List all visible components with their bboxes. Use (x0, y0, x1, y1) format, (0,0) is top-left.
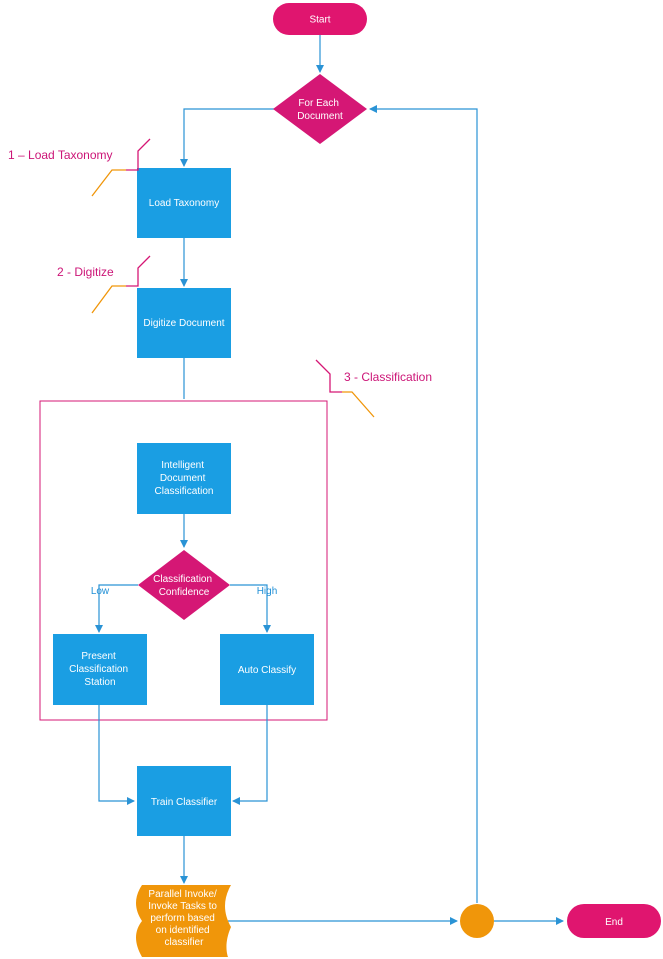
callout-classification: 3 - Classification (315, 359, 432, 418)
callout-digitize-label: 2 - Digitize (57, 265, 114, 279)
callout-load-taxonomy-label: 1 – Load Taxonomy (8, 148, 113, 162)
train-classifier-label: Train Classifier (151, 797, 218, 808)
idc-label-line-3: Classification (155, 486, 214, 497)
junction-connector (460, 904, 494, 938)
edge-label-low: Low (91, 586, 110, 597)
parallel-label-line-1: Parallel Invoke/ (148, 889, 217, 900)
callout-load-taxonomy-line-pink (126, 138, 151, 171)
svg-text:Intelligent Document: Intelligent Document Classification (155, 460, 214, 497)
callout-digitize: 2 - Digitize (57, 255, 151, 314)
for-each-label-line-2: Document (297, 111, 343, 122)
classification-group-box (39, 400, 328, 721)
edge-label-high: High (257, 586, 278, 597)
callout-classification-line-pink (315, 359, 342, 393)
load-taxonomy-process: Load Taxonomy (137, 168, 231, 238)
parallel-invoke-task: Parallel Invoke/ Invoke Tasks to perform… (136, 885, 231, 957)
end-label: End (605, 917, 623, 928)
auto-classify-process: Auto Classify (220, 634, 314, 705)
svg-text:Present Classification: Present Classification Station (69, 651, 131, 688)
svg-text:For Each Document: For Each Document (297, 98, 343, 122)
present-classification-station-process: Present Classification Station (53, 634, 147, 705)
train-classifier-process: Train Classifier (137, 766, 231, 836)
present-label-line-2: Classification (69, 664, 128, 675)
for-each-label-line-1: For Each (298, 98, 339, 109)
present-label-line-1: Present (81, 651, 116, 662)
parallel-label-line-2: Invoke Tasks to (148, 901, 217, 912)
edge-present-to-train (98, 705, 135, 805)
callout-classification-line-orange (342, 391, 375, 418)
callout-classification-label: 3 - Classification (344, 370, 432, 384)
confidence-label-line-2: Confidence (159, 587, 210, 598)
idc-label-line-1: Intelligent (161, 460, 204, 471)
load-taxonomy-label: Load Taxonomy (149, 198, 219, 209)
svg-text:Classification Confidenc: Classification Confidence (153, 574, 215, 598)
callout-digitize-line-orange (91, 285, 126, 314)
callout-load-taxonomy-line-orange (91, 169, 126, 197)
digitize-label: Digitize Document (143, 318, 224, 329)
end-terminal: End (567, 904, 661, 938)
digitize-document-process: Digitize Document (137, 288, 231, 358)
classification-confidence-decision: Classification Confidence (138, 550, 230, 620)
start-terminal: Start (273, 3, 367, 35)
callout-digitize-line-pink (126, 255, 151, 287)
connectors (95, 35, 564, 925)
edge-foreach-to-load-taxonomy (180, 108, 274, 167)
svg-text:Parallel Invoke/ Invoke: Parallel Invoke/ Invoke Tasks to perform… (148, 889, 220, 948)
for-each-document-decision: For Each Document (273, 74, 367, 144)
confidence-label-line-1: Classification (153, 574, 212, 585)
parallel-label-line-4: on identified (156, 925, 210, 936)
callout-load-taxonomy: 1 – Load Taxonomy (8, 138, 151, 197)
idc-label-line-2: Document (160, 473, 206, 484)
edge-auto-to-train (232, 705, 268, 805)
present-label-line-3: Station (84, 677, 115, 688)
edge-confidence-high (230, 584, 271, 633)
parallel-label-line-3: perform based (150, 913, 214, 924)
edge-confidence-low (95, 584, 138, 633)
start-label: Start (309, 15, 330, 26)
auto-classify-label: Auto Classify (238, 665, 296, 676)
intelligent-document-classification-process: Intelligent Document Classification (137, 443, 231, 514)
edge-loop-back (369, 105, 478, 903)
parallel-label-line-5: classifier (165, 937, 205, 948)
